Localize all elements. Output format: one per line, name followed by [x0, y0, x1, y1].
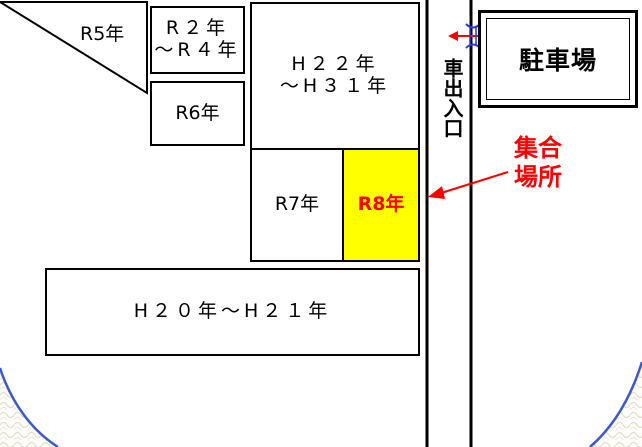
outer-edge-right: [589, 361, 642, 447]
meeting-point-label: 集合 場所: [514, 134, 562, 191]
parking-lot-inner-frame: 駐車場: [486, 18, 630, 100]
vehicle-entrance-label: 車出入口: [440, 58, 464, 138]
lot-h20-h21: H２０年〜H２１年: [45, 268, 420, 356]
lot-h20-h21-label: H２０年〜H２１年: [133, 300, 332, 323]
red-arrow-pointer-icon: [428, 171, 509, 199]
parking-lot-label: 駐車場: [518, 46, 597, 75]
lot-r5-shape: [0, 1, 148, 95]
lot-r6: R6年: [150, 81, 245, 146]
lot-r6-label: R6年: [175, 101, 220, 124]
parking-lot: 駐車場: [478, 10, 638, 108]
lot-r7-label: R7年: [274, 193, 320, 216]
lot-r2-r4-label: R２年 〜R４年: [154, 17, 241, 61]
lot-r7: R7年: [250, 148, 344, 262]
lot-h22-h31: H２２年 〜H３１年: [250, 2, 420, 150]
lot-h22-h31-label: H２２年 〜H３１年: [279, 53, 391, 97]
outer-edge-left: [0, 367, 59, 447]
lot-r8-highlighted: R8年: [342, 148, 420, 262]
lot-r2-r4: R２年 〜R４年: [150, 6, 245, 74]
lot-r8-label: R8年: [357, 193, 405, 216]
lot-r5-label: R5年: [80, 23, 125, 45]
